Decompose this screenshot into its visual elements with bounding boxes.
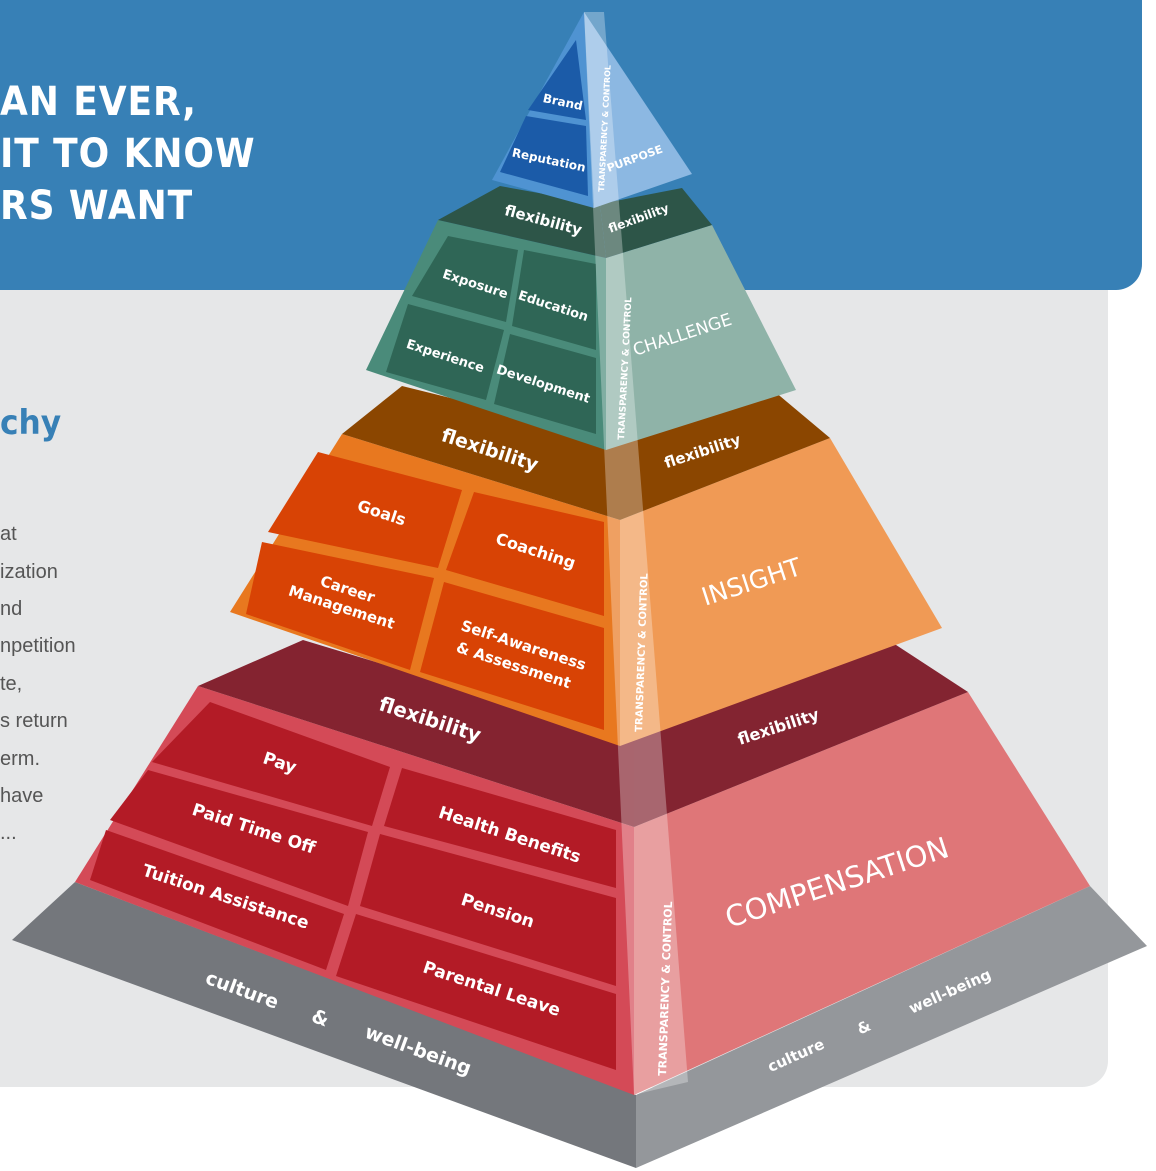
- insight-cell-coaching: [446, 492, 604, 616]
- compensation-flexibility-left: [198, 640, 634, 827]
- challenge-cell-exposure: [412, 236, 518, 322]
- insight-cell-goals: [268, 452, 462, 568]
- comp-cell-tuition: [90, 830, 344, 970]
- body-line-5: te,: [0, 673, 23, 695]
- body-line-6: s return: [0, 710, 68, 732]
- challenge-cell-education: [512, 250, 596, 350]
- insight-cell-career: [246, 542, 434, 670]
- body-line-3: nd: [0, 598, 23, 620]
- challenge-right-face: [606, 225, 796, 450]
- headline-line-3: RS WANT: [0, 183, 194, 229]
- base-left-ampersand: &: [309, 1005, 332, 1031]
- compensation-band-label: TRANSPARENCY & CONTROL: [656, 901, 675, 1076]
- comp-cell-health-benefits: [384, 768, 616, 888]
- challenge-cell-development: [494, 334, 596, 434]
- comp-cell-parental-leave: [336, 914, 616, 1070]
- base-right-face: [636, 886, 1147, 1168]
- challenge-flexibility-left: [438, 186, 606, 258]
- insight-flexibility-right: [620, 386, 830, 520]
- challenge-flexibility-right: [600, 188, 712, 258]
- transparency-band: [584, 12, 688, 1095]
- body-line-1: at: [0, 523, 17, 545]
- base-left-face: [12, 882, 636, 1168]
- body-line-4: npetition: [0, 635, 76, 657]
- section-heading: chy: [0, 403, 62, 443]
- purpose-right-face: [584, 12, 692, 208]
- insight-right-face: [620, 438, 942, 746]
- purpose-cell-reputation: [500, 116, 588, 196]
- compensation-flexibility-right: [634, 628, 968, 827]
- compensation-right-face: [634, 692, 1090, 1095]
- comp-cell-pay: [152, 702, 390, 826]
- body-line-7: erm.: [0, 748, 40, 770]
- headline-line-2: IT TO KNOW: [0, 131, 256, 177]
- insight-cell-self-awareness: [420, 582, 604, 730]
- body-line-9: ...: [0, 822, 17, 844]
- body-line-8: have: [0, 785, 44, 807]
- insight-flexibility-left: [342, 386, 620, 520]
- comp-cell-paid-time-off: [110, 770, 368, 906]
- challenge-cell-experience: [386, 304, 504, 400]
- headline-line-1: AN EVER,: [0, 79, 197, 125]
- purpose-cell-brand: [528, 40, 586, 120]
- body-line-2: ization: [0, 561, 58, 583]
- comp-cell-pension: [360, 834, 616, 986]
